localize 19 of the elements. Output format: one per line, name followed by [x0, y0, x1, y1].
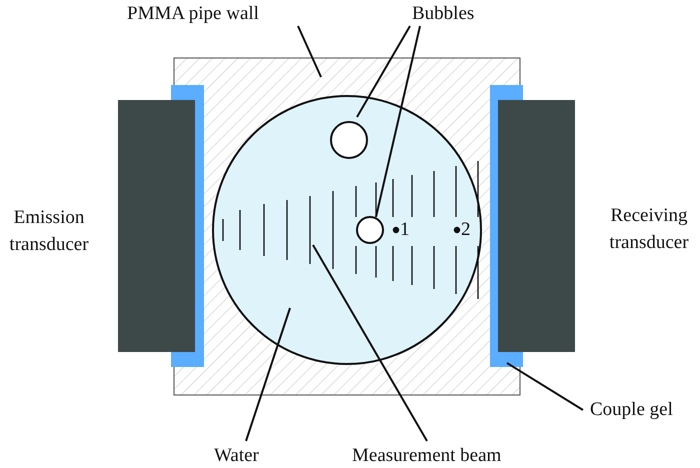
callout-label: Bubbles	[412, 0, 474, 27]
leader-line	[312, 244, 428, 442]
leader-line	[506, 362, 584, 411]
callout-label: PMMA pipe wall	[127, 0, 259, 27]
leader-line	[245, 308, 291, 442]
receiving-transducer	[498, 100, 575, 352]
emission-transducer	[118, 100, 195, 352]
leader-line	[356, 26, 411, 118]
callout-label: Couple gel	[590, 396, 673, 423]
device-label: Receiving transducer	[608, 204, 690, 255]
water-region	[212, 95, 482, 365]
leader-line	[297, 26, 322, 78]
callout-label: Water	[214, 442, 259, 468]
bubble	[330, 121, 368, 159]
point-number: 2	[461, 218, 470, 242]
callout-label: Measurement beam	[352, 442, 502, 468]
point-number: 1	[400, 218, 410, 242]
device-label: Emission transducer	[8, 206, 90, 257]
leader-line	[375, 26, 421, 218]
